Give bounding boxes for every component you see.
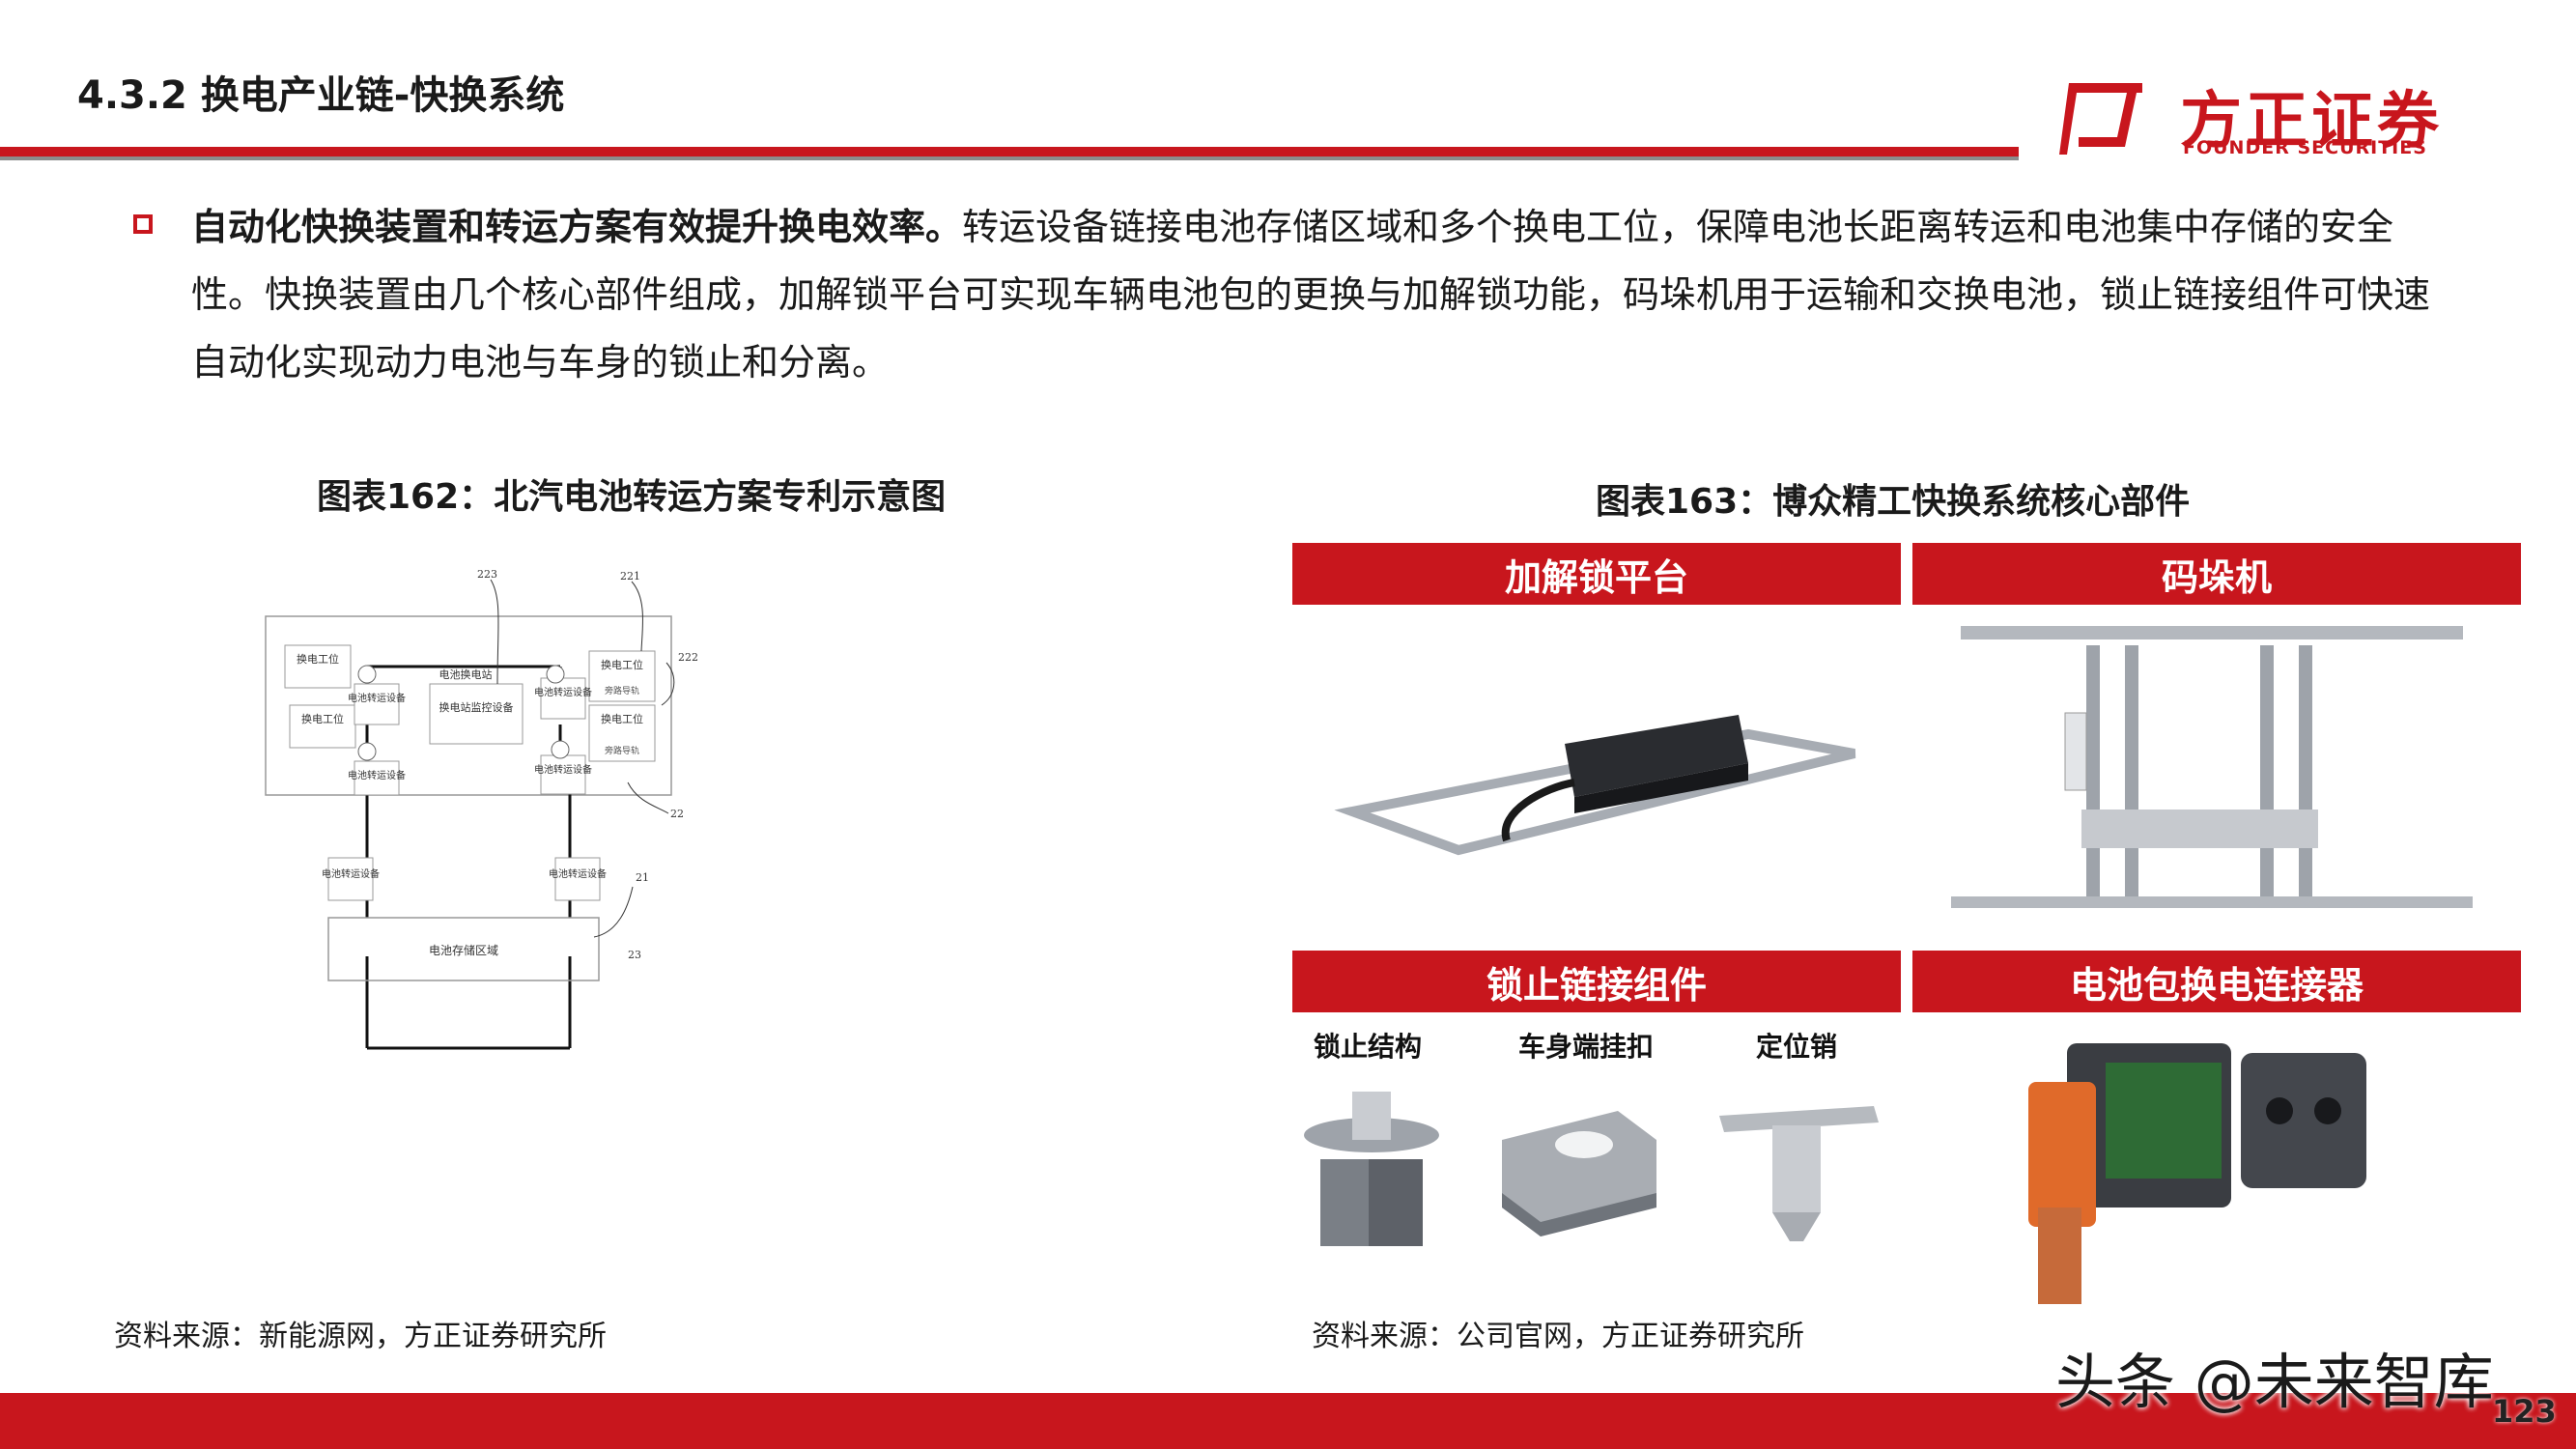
tile-connector-header: 电池包换电连接器 bbox=[1912, 951, 2521, 1012]
figure-162-title: 图表162：北汽电池转运方案专利示意图 bbox=[317, 477, 947, 517]
header-divider bbox=[0, 147, 2019, 160]
footer-bar bbox=[0, 1393, 2576, 1449]
ref-number: 21 bbox=[636, 871, 649, 884]
ref-number: 23 bbox=[628, 949, 641, 961]
sub-label-locating-pin: 定位销 bbox=[1756, 1031, 1838, 1063]
intro-paragraph: 自动化快换装置和转运方案有效提升换电效率。转运设备链接电池存储区域和多个换电工位… bbox=[191, 193, 2451, 396]
swap-station-label: 换电工位 bbox=[601, 658, 643, 671]
tile-stacker-header: 码垛机 bbox=[1912, 543, 2521, 605]
transfer-device-label: 电池转运设备 bbox=[322, 867, 380, 880]
sub-label-lock-structure: 锁止结构 bbox=[1314, 1031, 1423, 1063]
founder-securities-logo: 方正证券 FOUNDER SECURITIES bbox=[2059, 70, 2504, 166]
swap-station-label: 换电工位 bbox=[301, 712, 344, 725]
watermark-text: 头条 @未来智库 bbox=[2055, 1347, 2494, 1417]
locating-pin-image bbox=[1719, 1106, 1879, 1241]
tile-lock-platform-header: 加解锁平台 bbox=[1292, 543, 1901, 605]
lock-structure-image bbox=[1304, 1092, 1439, 1246]
ref-number: 22 bbox=[670, 808, 684, 820]
battery-connector-image bbox=[2028, 1043, 2366, 1304]
square-bullet-icon bbox=[133, 214, 153, 234]
storage-area-label: 电池存储区域 bbox=[429, 943, 498, 957]
tile-lock-link-header: 锁止链接组件 bbox=[1292, 951, 1901, 1012]
patent-diagram: 换电工位 换电工位 换电工位 旁路导轨 换电工位 旁路导轨 电池转运设备 电池转… bbox=[265, 570, 698, 1050]
logo-chinese-name: 方正证券 bbox=[2180, 86, 2443, 157]
transfer-device-label: 电池转运设备 bbox=[534, 763, 592, 776]
figure-162-source: 资料来源：新能源网，方正证券研究所 bbox=[114, 1320, 607, 1353]
swap-station-label: 换电工位 bbox=[601, 712, 643, 725]
page-number: 123 bbox=[2492, 1393, 2557, 1430]
body-hook-image bbox=[1502, 1111, 1656, 1236]
stacker-machine-image bbox=[1951, 626, 2473, 908]
founder-logo-mark-icon bbox=[2059, 83, 2142, 155]
figure-163-title: 图表163：博众精工快换系统核心部件 bbox=[1596, 482, 2191, 522]
ref-number: 223 bbox=[477, 570, 497, 581]
figure-163-source: 资料来源：公司官网，方正证券研究所 bbox=[1312, 1320, 1804, 1353]
intro-body: 转运设备链接电池存储区域和多个换电工位，保障电池长距离转运和电池集中存储的安全性… bbox=[191, 206, 2431, 384]
lock-platform-image bbox=[1334, 715, 1856, 856]
ref-number: 221 bbox=[620, 570, 640, 582]
transfer-device-label: 电池转运设备 bbox=[549, 867, 607, 880]
side-rail-label: 旁路导轨 bbox=[605, 745, 639, 756]
monitor-device-label: 换电站监控设备 bbox=[439, 700, 514, 714]
transfer-device-label: 电池转运设备 bbox=[348, 692, 406, 704]
ref-number: 222 bbox=[678, 651, 698, 664]
transfer-device-label: 电池转运设备 bbox=[348, 769, 406, 781]
swap-station-label: 换电工位 bbox=[297, 652, 339, 666]
section-title: 4.3.2 换电产业链-快换系统 bbox=[77, 73, 565, 118]
logo-english-name: FOUNDER SECURITIES bbox=[2183, 137, 2427, 158]
battery-swap-station-label: 电池换电站 bbox=[439, 668, 493, 681]
intro-lead: 自动化快换装置和转运方案有效提升换电效率。 bbox=[191, 206, 963, 248]
transfer-device-label: 电池转运设备 bbox=[534, 686, 592, 698]
side-rail-label: 旁路导轨 bbox=[605, 685, 639, 696]
sub-label-body-hook: 车身端挂扣 bbox=[1518, 1031, 1655, 1063]
